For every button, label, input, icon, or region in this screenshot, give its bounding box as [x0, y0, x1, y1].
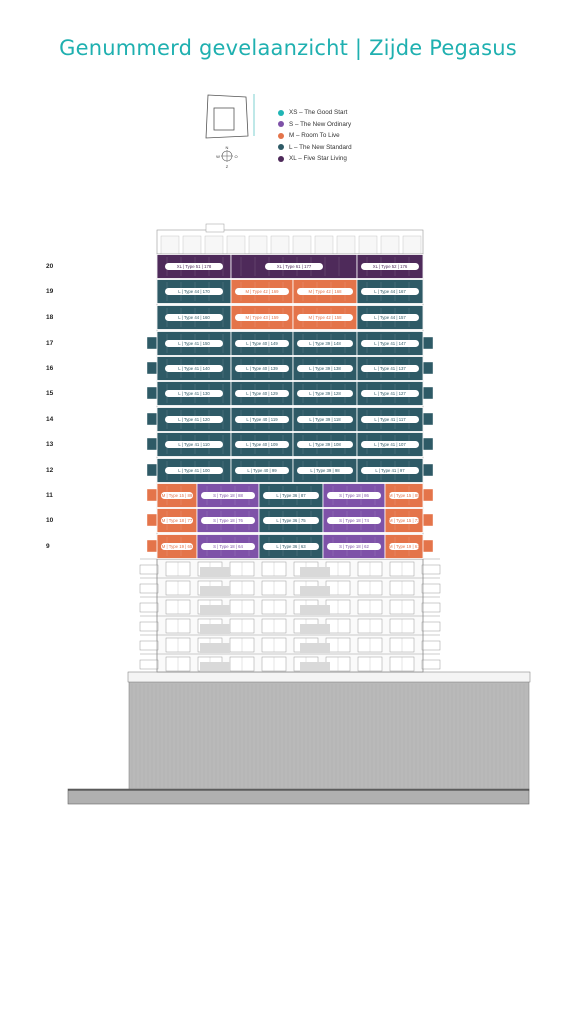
unit-label[interactable]: S | Type 18 | 88 — [201, 491, 255, 499]
legend-dot-icon — [278, 155, 284, 162]
legend-label: XS – The Good Start — [289, 109, 348, 117]
unit-label[interactable]: L | Type 41 | 100 — [165, 466, 223, 474]
roof-unit — [205, 223, 225, 233]
floor-number: 16 — [46, 364, 54, 372]
unit-label[interactable]: L | Type 36 | 63 — [263, 542, 319, 550]
compass-west: W — [216, 154, 220, 159]
unit-label[interactable]: L | Type 41 | 130 — [165, 389, 223, 397]
unit-label[interactable]: L | Type 40 | 139 — [235, 364, 289, 372]
unit-label[interactable]: L | Type 40 | 109 — [235, 440, 289, 448]
unit-label[interactable]: M | Type 15 | 85 — [389, 491, 419, 499]
floor-number: 14 — [46, 415, 54, 423]
podium — [128, 680, 530, 792]
unit-label[interactable]: S | Type 18 | 64 — [201, 542, 255, 550]
unit-label[interactable]: L | Type 36 | 75 — [263, 516, 319, 524]
unit-label[interactable]: S | Type 18 | 76 — [201, 516, 255, 524]
unit-label[interactable]: L | Type 40 | 119 — [235, 415, 289, 423]
compass-north: N — [226, 145, 229, 150]
unit-label[interactable]: L | Type 39 | 128 — [297, 389, 353, 397]
legend-dot-icon — [278, 132, 284, 139]
legend-item: S – The New Ordinary — [278, 119, 418, 131]
unit-label[interactable]: L | Type 39 | 108 — [297, 440, 353, 448]
unit-label[interactable]: M | Type 43 | 159 — [235, 313, 289, 321]
unit-label[interactable]: L | Type 36 | 87 — [263, 491, 319, 499]
legend-item: XS – The Good Start — [278, 107, 418, 119]
unit-label[interactable]: L | Type 40 | 129 — [235, 389, 289, 397]
unit-label[interactable]: L | Type 41 | 137 — [361, 364, 419, 372]
unit-label[interactable]: L | Type 41 | 147 — [361, 339, 419, 347]
unit-label[interactable]: L | Type 40 | 99 — [235, 466, 289, 474]
legend-dot-icon — [278, 109, 284, 116]
floor-number: 9 — [46, 542, 50, 550]
floor-number: 17 — [46, 339, 54, 347]
unit-label[interactable]: L | Type 41 | 120 — [165, 415, 223, 423]
unit-label[interactable]: XL | Type 52 | 176 — [361, 262, 419, 270]
floor-number: 12 — [46, 466, 54, 474]
legend-item: M – Room To Live — [278, 130, 418, 142]
compass-icon: N O Z W — [205, 94, 255, 169]
legend-label: L – The New Standard — [289, 143, 352, 151]
floor-number: 13 — [46, 440, 54, 448]
unit-label[interactable]: M | Type 15 | 89 — [161, 491, 193, 499]
unit-label[interactable]: L | Type 40 | 149 — [235, 339, 289, 347]
compass-east: O — [234, 154, 237, 159]
unit-label[interactable]: L | Type 39 | 138 — [297, 364, 353, 372]
floor-number: 15 — [46, 389, 54, 397]
ground-plinth — [67, 788, 530, 805]
legend-item: XL – Five Star Living — [278, 153, 418, 165]
unit-label[interactable]: L | Type 39 | 148 — [297, 339, 353, 347]
unit-label[interactable]: S | Type 18 | 74 — [327, 516, 381, 524]
floor-number: 10 — [46, 516, 54, 524]
unit-label[interactable]: L | Type 44 | 160 — [165, 313, 223, 321]
floor-number: 19 — [46, 287, 54, 295]
floor-number: 11 — [46, 491, 53, 499]
unit-label[interactable]: XL | Type 61 | 177 — [265, 262, 323, 270]
unit-label[interactable]: M | Type 19 | 61 — [389, 542, 419, 550]
unit-label[interactable]: S | Type 18 | 86 — [327, 491, 381, 499]
unit-label[interactable]: XL | Type 51 | 178 — [165, 262, 223, 270]
unit-label[interactable]: L | Type 41 | 150 — [165, 339, 223, 347]
unit-label[interactable]: L | Type 39 | 98 — [297, 466, 353, 474]
legend-label: M – Room To Live — [289, 132, 340, 140]
legend-item: L – The New Standard — [278, 142, 418, 154]
unit-label[interactable]: M | Type 19 | 65 — [161, 542, 193, 550]
podium-roof — [127, 671, 531, 683]
unit-label[interactable]: L | Type 41 | 110 — [165, 440, 223, 448]
unit-label[interactable]: S | Type 18 | 62 — [327, 542, 381, 550]
page-title: Genummerd gevelaanzicht | Zijde Pegasus — [59, 36, 517, 60]
unit-label[interactable]: L | Type 41 | 117 — [361, 415, 419, 423]
unit-block — [230, 254, 358, 279]
compass-south: Z — [226, 164, 229, 169]
unit-label[interactable]: L | Type 44 | 170 — [165, 287, 223, 295]
unit-label[interactable]: M | Type 18 | 77 — [161, 516, 193, 524]
legend-label: S – The New Ordinary — [289, 120, 352, 128]
unit-label[interactable]: L | Type 41 | 127 — [361, 389, 419, 397]
unit-label[interactable]: L | Type 44 | 167 — [361, 287, 419, 295]
unit-label[interactable]: M | Type 42 | 158 — [297, 313, 353, 321]
unit-label[interactable]: L | Type 41 | 107 — [361, 440, 419, 448]
unit-label[interactable]: M | Type 42 | 168 — [297, 287, 353, 295]
unit-label[interactable]: M | Type 42 | 169 — [235, 287, 289, 295]
unit-label[interactable]: L | Type 44 | 157 — [361, 313, 419, 321]
floor-number: 20 — [46, 262, 54, 270]
unit-label[interactable]: L | Type 41 | 97 — [361, 466, 419, 474]
legend-label: XL – Five Star Living — [289, 155, 347, 163]
roof-parapet — [156, 229, 424, 255]
unit-label[interactable]: M | Type 15 | 73 — [389, 516, 419, 524]
unit-label[interactable]: L | Type 41 | 140 — [165, 364, 223, 372]
floor-number: 18 — [46, 313, 54, 321]
legend-dot-icon — [278, 144, 284, 151]
legend-dot-icon — [278, 121, 284, 128]
unit-label[interactable]: L | Type 39 | 118 — [297, 415, 353, 423]
